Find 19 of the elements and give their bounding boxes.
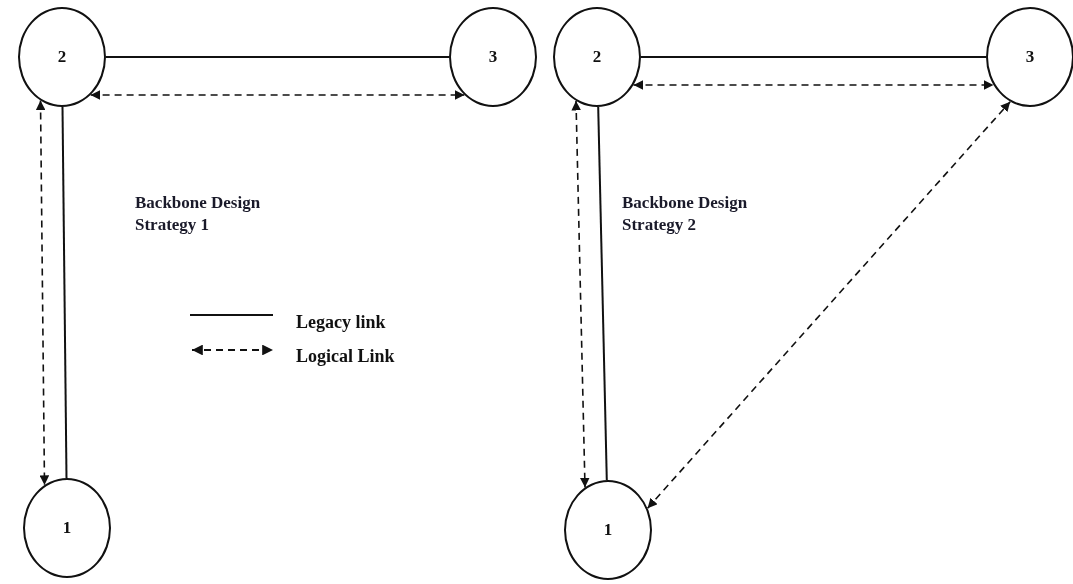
node-circle	[986, 7, 1073, 107]
legend-label: Logical Link	[296, 346, 395, 367]
node-number: 1	[603, 520, 613, 540]
strategy-label: Backbone Design Strategy 1	[135, 192, 262, 236]
node-number: 1	[62, 518, 72, 538]
node-number: 2	[57, 47, 67, 67]
legend-label: Legacy link	[296, 312, 386, 333]
node-number: 3	[488, 47, 498, 67]
logical-link-arrow	[646, 100, 1011, 509]
logical-link-arrow	[89, 90, 466, 100]
legacy-link-line	[105, 56, 450, 58]
legacy-link-line	[640, 56, 987, 58]
logical-link-arrow	[571, 100, 590, 489]
legacy-link-line	[61, 106, 68, 479]
node-number: 2	[592, 47, 602, 67]
strategy-label: Backbone Design Strategy 2	[622, 192, 749, 236]
logical-link-arrow	[35, 99, 50, 486]
legacy-link-line	[597, 106, 608, 481]
node-number: 3	[1025, 47, 1035, 67]
